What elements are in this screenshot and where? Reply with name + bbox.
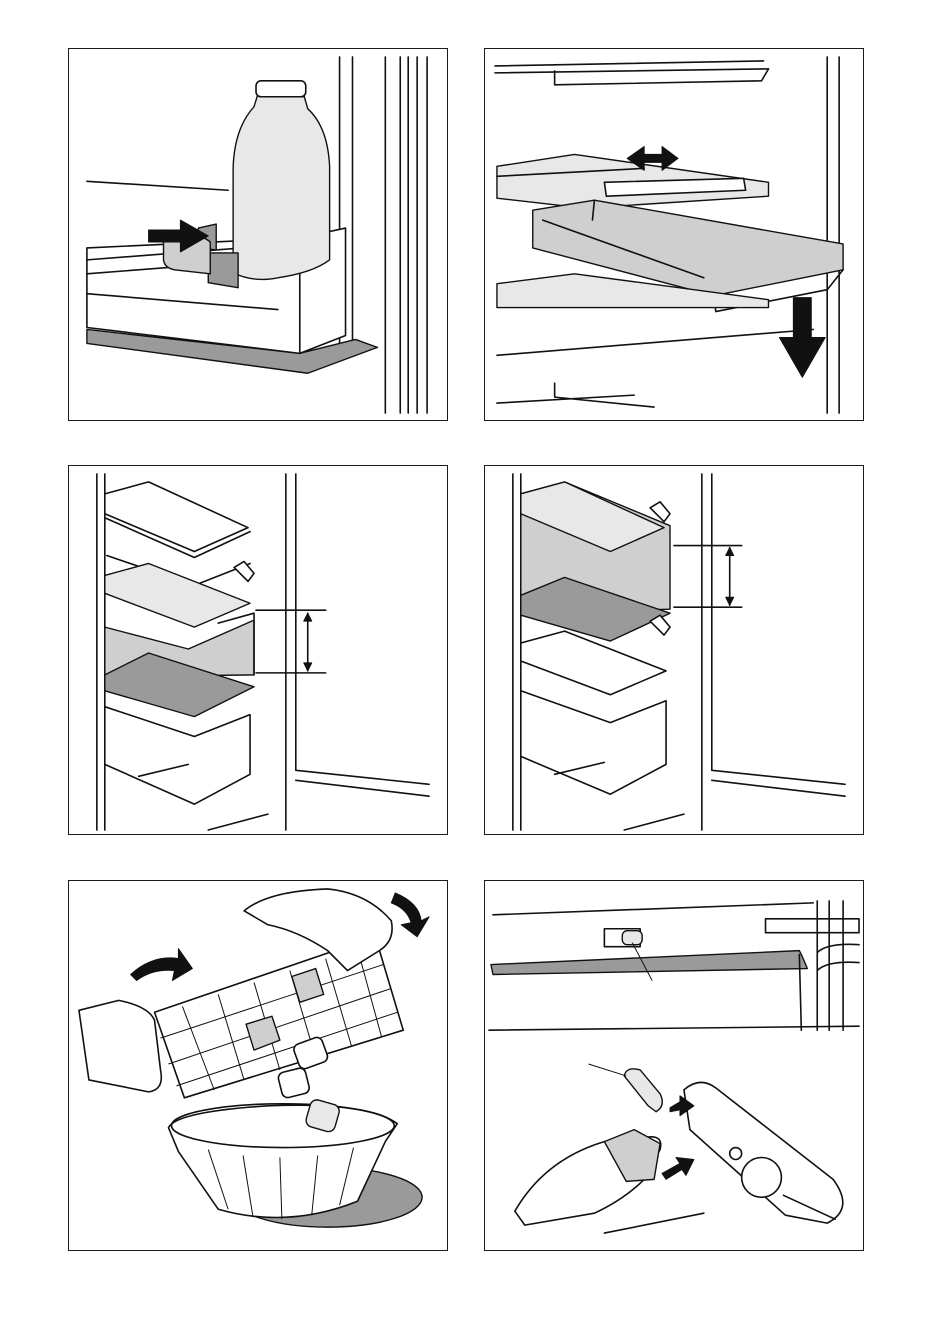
- figure-door-shelf-bottle-holder: [68, 48, 448, 421]
- twist-arrow-icon: [131, 949, 193, 981]
- lamp-cover: [684, 1082, 843, 1223]
- shelf-clip-icon: [234, 561, 254, 581]
- figure-sliding-shelf-drawer: [484, 48, 864, 421]
- door-shelf-illustration: [69, 49, 447, 420]
- figure-ice-cube-tray: [68, 880, 448, 1251]
- light-bulb-icon: [624, 1069, 662, 1112]
- pull-down-arrow-icon: [779, 298, 825, 378]
- distance-arrow-icon: [726, 548, 734, 556]
- figure-shelf-position-upper: [484, 465, 864, 835]
- bottle: [233, 94, 329, 280]
- figure-shelf-position-lower: [68, 465, 448, 835]
- ice-tray-illustration: [69, 881, 447, 1250]
- shelf-upper-illustration: [485, 466, 863, 834]
- light-bulb-illustration: [485, 881, 863, 1250]
- left-hand: [79, 1000, 161, 1092]
- distance-arrow-icon: [304, 613, 312, 621]
- figure-light-bulb-replacement: [484, 880, 864, 1251]
- light-bulb-small-icon: [622, 931, 642, 945]
- ice-tray: [155, 937, 404, 1098]
- sliding-drawer-illustration: [485, 49, 863, 420]
- shelf-lower-illustration: [69, 466, 447, 834]
